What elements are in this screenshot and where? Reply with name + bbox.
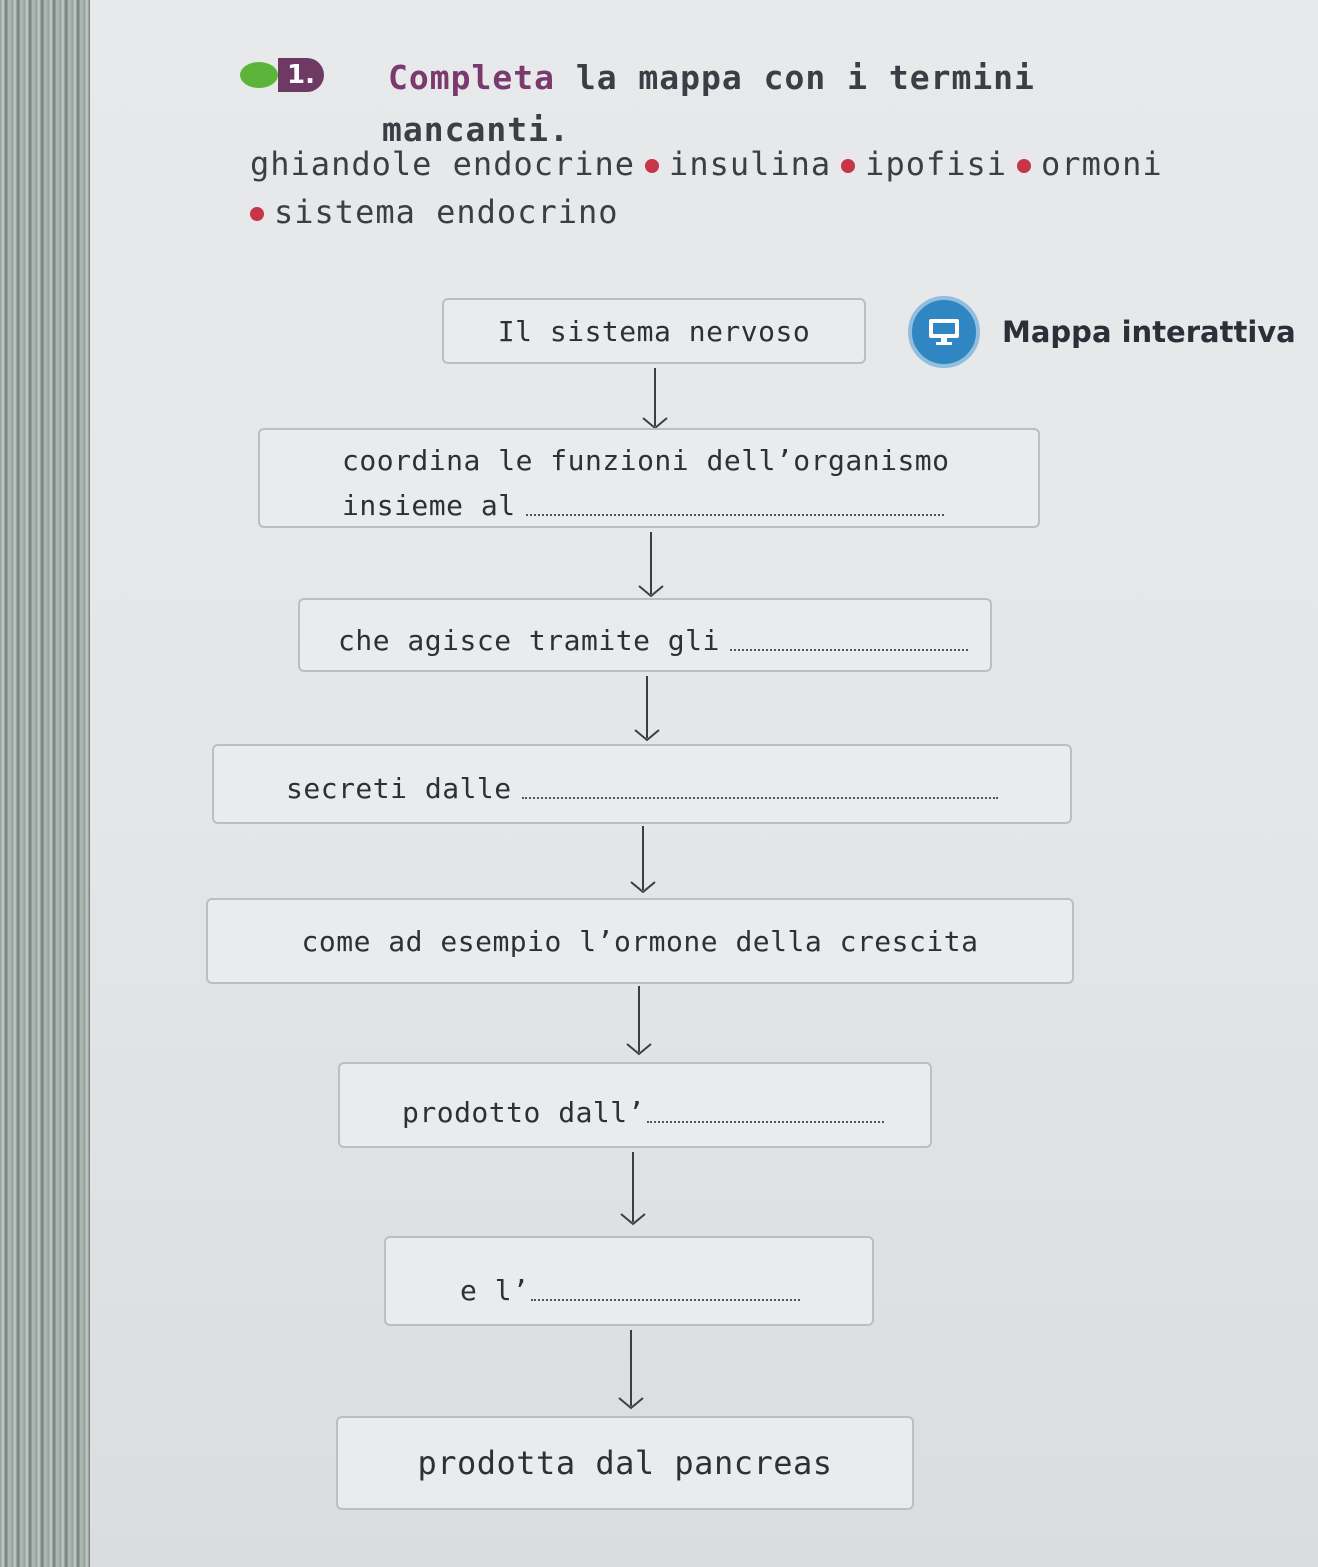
- word-bank-term: sistema endocrino: [274, 193, 619, 231]
- down-arrow-icon: [632, 676, 662, 744]
- map-box-text: che agisce tramite gli: [338, 624, 720, 657]
- word-bank-term: ghiandole endocrine: [250, 145, 636, 183]
- answer-blank[interactable]: [647, 1120, 884, 1123]
- map-box-pancreas: prodotta dal pancreas: [336, 1416, 914, 1510]
- monitor-icon[interactable]: [908, 296, 980, 368]
- down-arrow-icon: [640, 368, 670, 432]
- interactive-map-label[interactable]: Mappa interattiva: [1002, 315, 1296, 349]
- map-box-line: insieme al: [342, 489, 944, 522]
- down-arrow-icon: [624, 986, 654, 1058]
- map-box-nervous-system: Il sistema nervoso: [442, 298, 866, 364]
- map-box-text: come ad esempio l’ormone della crescita: [301, 924, 979, 958]
- down-arrow-icon: [628, 826, 658, 896]
- map-box-line: e l’: [460, 1274, 800, 1307]
- map-box-text: prodotta dal pancreas: [417, 1444, 833, 1482]
- answer-blank[interactable]: [521, 796, 998, 799]
- map-box-text: secreti dalle: [286, 772, 512, 805]
- exercise-title-line2: mancanti.: [382, 110, 570, 149]
- map-box-text: coordina le funzioni dell’organismo: [342, 444, 950, 477]
- map-box-produced-by: prodotto dall’: [338, 1062, 932, 1148]
- map-box-growth-hormone: come ad esempio l’ormone della crescita: [206, 898, 1074, 984]
- map-box-line: coordina le funzioni dell’organismo: [342, 444, 949, 477]
- answer-blank[interactable]: [729, 648, 968, 651]
- map-box-secreted-by: secreti dalle: [212, 744, 1072, 824]
- word-bank-term: ormoni: [1041, 145, 1163, 183]
- map-box-line: che agisce tramite gli: [338, 624, 968, 657]
- answer-blank[interactable]: [525, 513, 944, 516]
- exercise-title: Completa la mappa con i termini mancanti…: [382, 52, 1108, 156]
- book-page-edge: [0, 0, 90, 1567]
- word-bank-term: ipofisi: [865, 145, 1008, 183]
- down-arrow-icon: [616, 1330, 646, 1412]
- exercise-title-verb: Completa: [388, 58, 555, 97]
- exercise-number: 1.: [278, 58, 324, 92]
- map-box-acts-through: che agisce tramite gli: [298, 598, 992, 672]
- map-box-text: insieme al: [342, 489, 516, 522]
- bullet-icon: [645, 159, 660, 173]
- map-box-text: Il sistema nervoso: [497, 314, 811, 348]
- map-box-line: secreti dalle: [286, 772, 998, 805]
- map-box-text: prodotto dall’: [402, 1096, 646, 1129]
- bullet-icon: [1017, 159, 1032, 173]
- down-arrow-icon: [636, 532, 666, 600]
- bullet-icon: [841, 159, 856, 173]
- down-arrow-icon: [618, 1152, 648, 1228]
- difficulty-dot-icon: [240, 62, 278, 88]
- map-box-line: prodotto dall’: [402, 1096, 884, 1129]
- map-box-text: e l’: [460, 1274, 530, 1307]
- map-box-and-the: e l’: [384, 1236, 874, 1326]
- exercise-title-rest: la mappa con i termini: [575, 58, 1035, 97]
- word-bank: ghiandole endocrine insulina ipofisi ormoni…: [250, 140, 1290, 236]
- word-bank-term: insulina: [669, 145, 832, 183]
- map-box-coordinates: coordina le funzioni dell’organismo insi…: [258, 428, 1040, 528]
- bullet-icon: [250, 207, 264, 221]
- answer-blank[interactable]: [531, 1298, 800, 1301]
- interactive-map-link[interactable]: Mappa interattiva: [908, 296, 1296, 368]
